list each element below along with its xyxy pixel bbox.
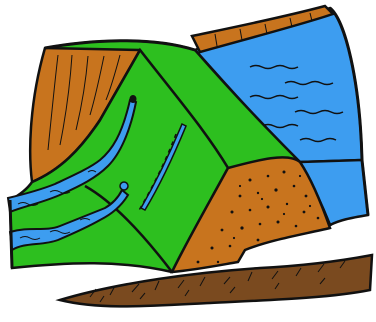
seep-hole-top (130, 95, 137, 103)
seep-hole-bottom (120, 182, 128, 190)
